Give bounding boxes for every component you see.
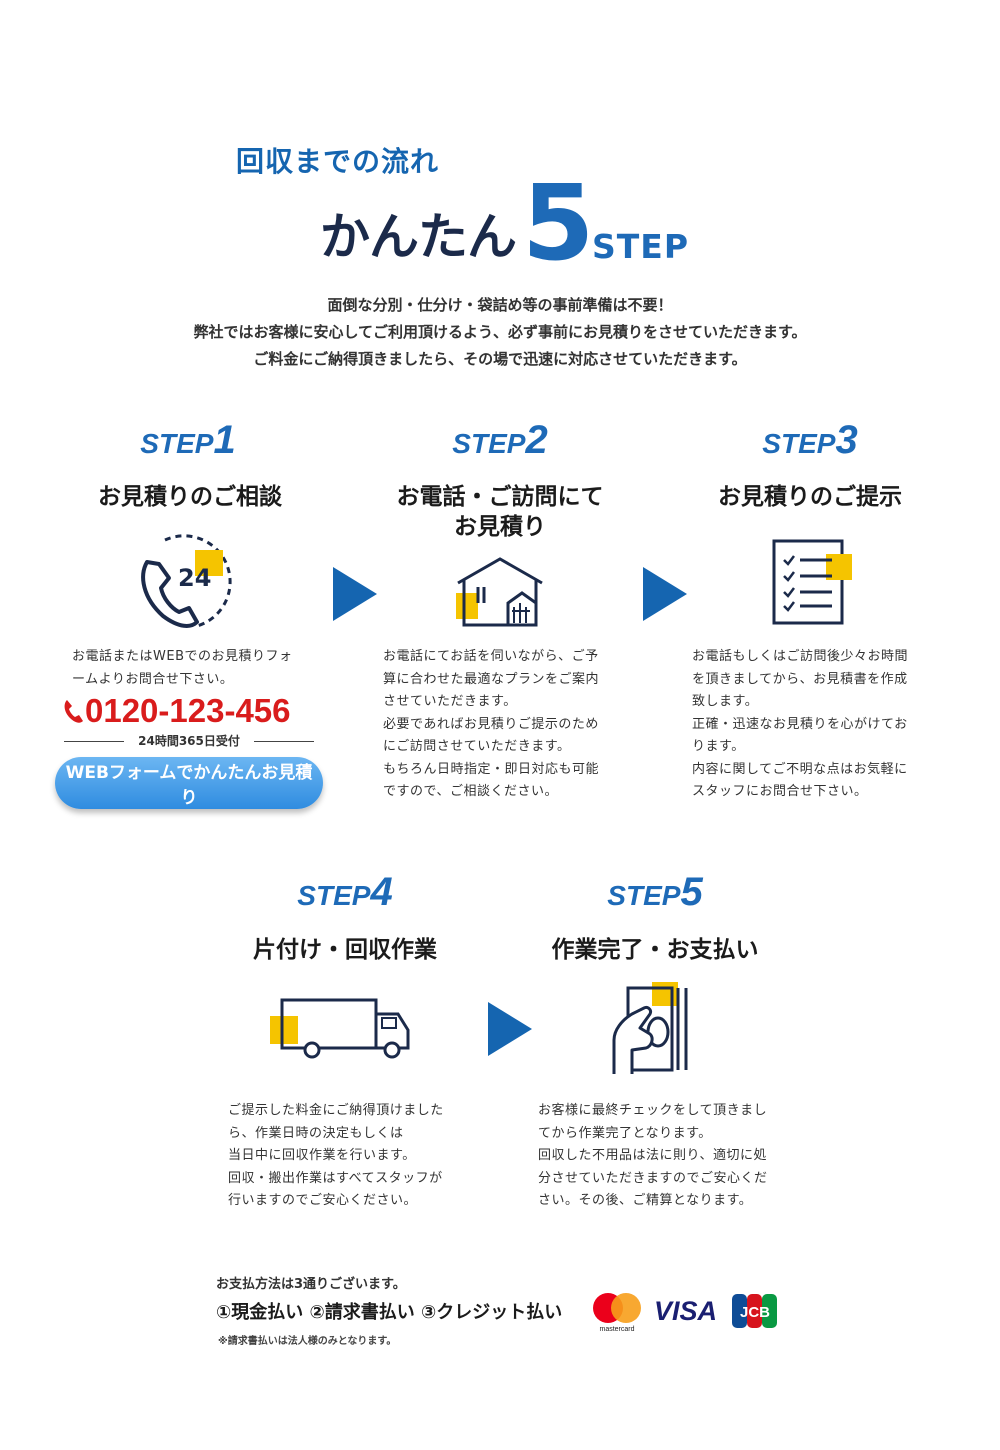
desc-line: にご訪問させていただきます。 <box>383 739 571 754</box>
desc-line: 分させていただきますのでご安心くだ <box>538 1170 768 1186</box>
step-number: 2 <box>525 418 548 462</box>
title-line: お見積り <box>454 514 546 540</box>
phone-number-text: 0120-123-456 <box>85 692 291 729</box>
step-5-label: STEP5 <box>535 870 775 915</box>
desc-line: お電話またはWEBでのお見積りフォ <box>72 649 293 664</box>
icon-24-text: 24 <box>178 564 211 592</box>
checklist-icon <box>772 539 852 625</box>
step-3-desc: お電話もしくはご訪問後少々お時間 を頂きましてから、お見積書を作成 致します。 … <box>692 646 947 804</box>
step-5-desc: お客様に最終チェックをして頂きまし てから作業完了となります。 回収した不用品は… <box>538 1100 798 1213</box>
step-number: 3 <box>835 418 858 462</box>
heading-step: STEP <box>592 227 690 266</box>
cash-payment-icon <box>612 982 688 1074</box>
step-5-title: 作業完了・お支払い <box>551 937 759 963</box>
step-number: 4 <box>370 870 393 914</box>
jcb-logo-icon: JCB <box>732 1294 777 1328</box>
desc-line: ご提示した料金にご納得頂けました <box>228 1103 444 1118</box>
desc-line: させていただきます。 <box>383 694 517 709</box>
desc-line: ら、作業日時の決定もしくは <box>228 1125 404 1141</box>
desc-line: てから作業完了となります。 <box>538 1125 712 1141</box>
step-3-label: STEP3 <box>690 418 930 463</box>
step-4-desc: ご提示した料金にご納得頂けました ら、作業日時の決定もしくは 当日中に回収作業を… <box>228 1100 483 1213</box>
step-3-title: お見積りのご提示 <box>718 484 902 510</box>
section-subtitle: 回収までの流れ <box>236 145 440 178</box>
desc-line: 行いますのでご安心ください。 <box>228 1193 418 1208</box>
desc-line: 内容に関してご不明な点はお気軽に <box>692 761 908 777</box>
step-word: STEP <box>140 428 214 459</box>
intro-line: 面倒な分別・仕分け・袋詰め等の事前準備は不要！ <box>327 296 673 314</box>
web-estimate-button[interactable]: WEBフォームでかんたんお見積り <box>55 757 323 809</box>
desc-line: お客様に最終チェックをして頂きまし <box>538 1103 768 1118</box>
desc-line: 当日中に回収作業を行います。 <box>228 1148 416 1163</box>
visa-text: VISA <box>654 1296 717 1326</box>
desc-line: もちろん日時指定・即日対応も可能 <box>383 761 600 777</box>
step-number: 1 <box>213 418 236 462</box>
payment-footnote: ※請求書払いは法人様のみとなります。 <box>218 1336 397 1347</box>
desc-line: お電話にてお話を伺いながら、ご予 <box>383 649 599 664</box>
step-word: STEP <box>607 880 681 911</box>
desc-line: 回収・搬出作業はすべてスタッフが <box>228 1170 443 1186</box>
desc-line: ームよりお問合せ下さい。 <box>72 671 234 687</box>
payment-note: お支払方法は3通りございます。 <box>216 1277 406 1292</box>
payment-methods: ①現金払い ②請求書払い ③クレジット払い <box>216 1302 563 1323</box>
heading-number: 5 <box>522 162 595 284</box>
desc-line: さい。その後、ご精算となります。 <box>538 1193 753 1208</box>
step-2-desc: お電話にてお話を伺いながら、ご予 算に合わせた最適なプランをご案内 させていただ… <box>383 646 633 804</box>
step-1-label: STEP1 <box>68 418 308 463</box>
desc-line: 必要であればお見積りご提示のため <box>383 716 599 732</box>
divider <box>254 741 314 742</box>
mastercard-logo-icon: mastercard <box>593 1293 641 1333</box>
desc-line: 致します。 <box>692 694 759 709</box>
desc-line: ですので、ご相談ください。 <box>383 784 558 799</box>
step-4-title: 片付け・回収作業 <box>253 937 437 963</box>
hours-text: 24時間365日受付 <box>138 734 240 748</box>
intro-line: ご料金にご納得頂きましたら、その場で迅速に対応させていただきます。 <box>253 350 747 368</box>
step-1-desc: お電話またはWEBでのお見積りフォ ームよりお問合せ下さい。 <box>72 646 327 691</box>
phone-icon <box>64 700 83 723</box>
phone-24h-icon: 24 <box>141 534 232 628</box>
step-4-label: STEP4 <box>225 870 465 915</box>
arrow-right-icon <box>488 1002 532 1056</box>
jcb-text: JCB <box>740 1304 770 1321</box>
divider <box>64 741 124 742</box>
step-word: STEP <box>762 428 836 459</box>
title-line: お電話・ご訪問にて <box>396 484 604 510</box>
mastercard-text: mastercard <box>599 1326 634 1333</box>
desc-line: を頂きましてから、お見積書を作成 <box>692 671 908 687</box>
intro-text: 面倒な分別・仕分け・袋詰め等の事前準備は不要！ 弊社ではお客様に安心してご利用頂… <box>0 292 1000 373</box>
step-word: STEP <box>297 880 371 911</box>
business-hours: 24時間365日受付 <box>64 732 314 750</box>
heading-text: かんたん <box>320 208 517 266</box>
step-number: 5 <box>680 870 703 914</box>
step-2-label: STEP2 <box>380 418 620 463</box>
truck-icon <box>270 998 410 1059</box>
step-2-title: お電話・ご訪問にて お見積り <box>350 482 650 542</box>
intro-line: 弊社ではお客様に安心してご利用頂けるよう、必ず事前にお見積りをさせていただきます… <box>193 323 807 341</box>
step-1-title: お見積りのご相談 <box>98 484 282 510</box>
desc-line: 回収した不用品は法に則り、適切に処 <box>538 1148 767 1163</box>
visa-logo-icon: VISA <box>654 1296 717 1326</box>
house-icon <box>456 557 543 627</box>
desc-line: スタッフにお問合せ下さい。 <box>692 784 868 799</box>
arrow-right-icon <box>643 567 687 621</box>
arrow-right-icon <box>333 567 377 621</box>
desc-line: 算に合わせた最適なプランをご案内 <box>383 671 600 687</box>
desc-line: 正確・迅速なお見積りを心がけてお <box>692 716 908 732</box>
phone-number[interactable]: 0120-123-456 <box>63 692 291 730</box>
desc-line: ります。 <box>692 739 745 754</box>
step-word: STEP <box>452 428 526 459</box>
desc-line: お電話もしくはご訪問後少々お時間 <box>692 649 909 664</box>
